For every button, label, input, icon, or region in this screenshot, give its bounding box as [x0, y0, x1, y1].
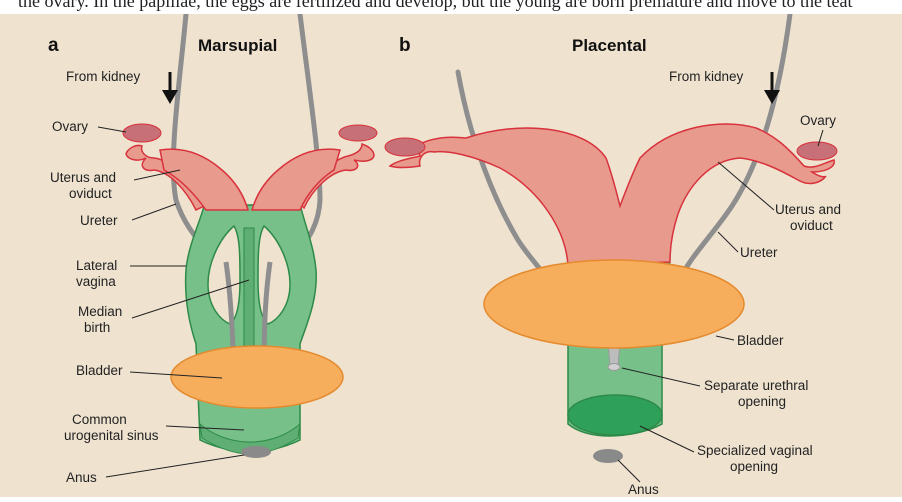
placental-label-urethral-line1: Separate urethral	[704, 378, 808, 393]
marsupial-label-uterus-line1: Uterus and	[50, 170, 116, 185]
caption-fragment-text: the ovary. In the papillae, the eggs are…	[18, 0, 853, 12]
placental-label-bladder: Bladder	[737, 333, 784, 348]
panel-b-letter: b	[399, 35, 411, 56]
placental-label-urethral-line2: opening	[738, 394, 786, 409]
caption-fragment: the ovary. In the papillae, the eggs are…	[0, 0, 902, 14]
placental-label-anus: Anus	[628, 482, 659, 497]
figure-canvas: a Marsupial From kidney	[0, 14, 902, 497]
placental-label-ovary: Ovary	[800, 113, 836, 128]
marsupial-label-lateral-line2: vagina	[76, 274, 116, 289]
marsupial-label-bladder: Bladder	[76, 363, 123, 378]
placental-bladder	[484, 260, 744, 348]
marsupial-right-ovary	[339, 125, 377, 141]
panel-a-letter: a	[48, 35, 59, 56]
marsupial-anus	[241, 446, 271, 458]
marsupial-label-median-line1: Median	[78, 304, 122, 319]
panel-b-title: Placental	[572, 36, 647, 55]
panel-a-title: Marsupial	[198, 36, 277, 55]
placental-left-ovary	[385, 138, 425, 156]
marsupial-bladder	[171, 346, 343, 408]
placental-label-vaginal-line1: Specialized vaginal	[697, 443, 813, 458]
marsupial-label-sinus-line2: urogenital sinus	[64, 428, 159, 443]
marsupial-label-median-line2: birth	[84, 320, 110, 335]
placental-right-ovary	[797, 142, 837, 160]
placental-label-from-kidney: From kidney	[669, 69, 744, 84]
marsupial-label-uterus-line2: oviduct	[69, 186, 112, 201]
marsupial-left-ovary	[123, 124, 161, 142]
placental-label-uterus-line1: Uterus and	[775, 202, 841, 217]
placental-label-uterus-line2: oviduct	[790, 218, 833, 233]
marsupial-label-anus: Anus	[66, 470, 97, 485]
marsupial-label-lateral-line1: Lateral	[76, 258, 117, 273]
marsupial-label-sinus-line1: Common	[72, 412, 127, 427]
marsupial-label-from-kidney: From kidney	[66, 69, 141, 84]
marsupial-median-birth-canal	[244, 228, 254, 352]
marsupial-label-ovary: Ovary	[52, 119, 88, 134]
placental-vaginal-opening	[568, 395, 662, 435]
marsupial-label-ureter: Ureter	[80, 213, 118, 228]
placental-urethral-opening	[608, 364, 620, 371]
placental-label-vaginal-line2: opening	[730, 459, 778, 474]
placental-label-ureter: Ureter	[740, 245, 778, 260]
reproductive-tract-figure: a Marsupial From kidney	[0, 14, 902, 497]
